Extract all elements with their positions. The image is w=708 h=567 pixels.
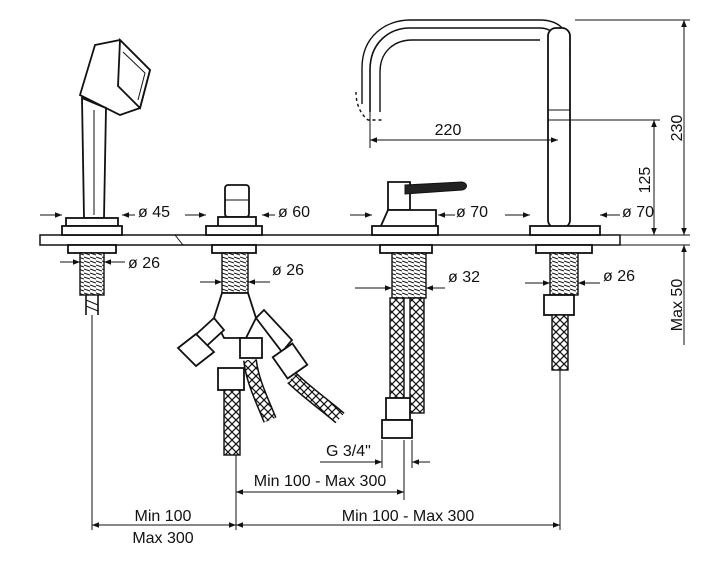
dim-spacing-diverter-mixer: Min 100 - Max 300: [254, 473, 387, 490]
dimension-lines: [40, 19, 690, 530]
dim-shower-flange: ø 45: [138, 204, 170, 221]
dim-outlet-height: 125: [637, 167, 654, 194]
hand-shower: [61, 37, 152, 315]
dim-spout-reach: 220: [435, 122, 462, 139]
dim-shower-thread: ø 26: [128, 255, 160, 272]
dim-diverter-thread: ø 26: [272, 262, 304, 279]
dim-spout-thread: ø 26: [603, 268, 635, 285]
dim-mixer-flange: ø 70: [456, 204, 488, 221]
dim-spout-flange: ø 70: [622, 204, 654, 221]
dim-spacing-shower-max: Max 300: [132, 530, 193, 547]
dim-diverter-flange: ø 60: [278, 204, 310, 221]
dim-connection-thread: G 3/4": [326, 443, 371, 460]
mixer-valve: [371, 181, 467, 439]
dim-spout-height: 230: [669, 115, 686, 142]
dim-mixer-thread: ø 32: [448, 269, 480, 286]
diverter-valve: [176, 184, 345, 456]
dim-spacing-diverter-spout: Min 100 - Max 300: [342, 508, 475, 525]
dim-spacing-shower-min: Min 100: [135, 508, 192, 525]
countertop-deck: [39, 234, 621, 246]
spout: [355, 19, 601, 371]
dim-deck-max: Max 50: [669, 279, 686, 332]
